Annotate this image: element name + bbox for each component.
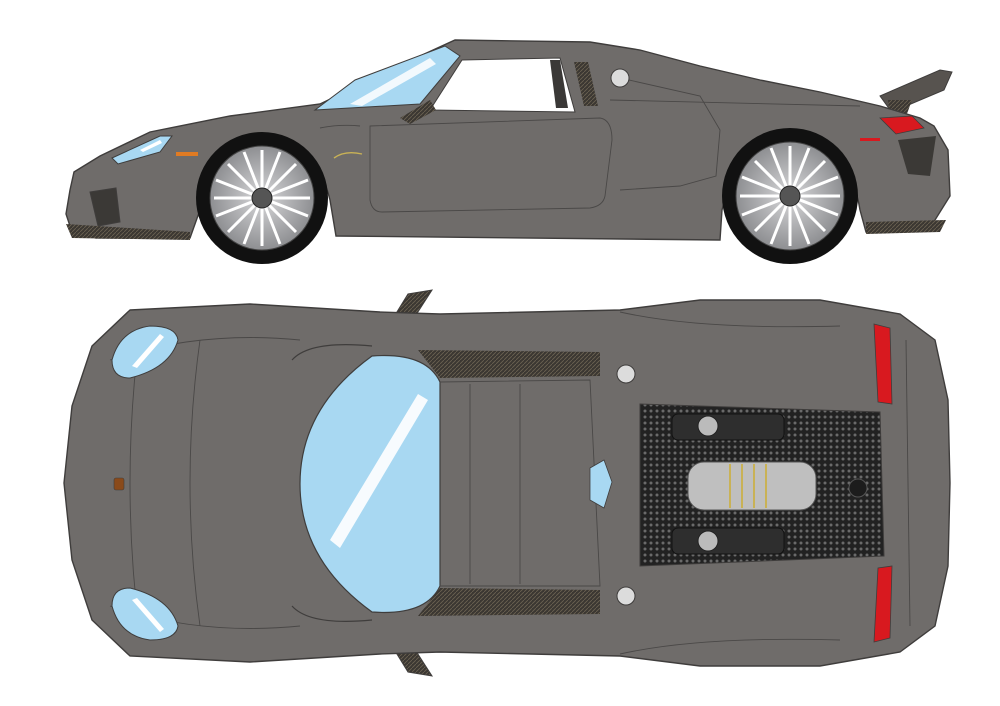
side-badge xyxy=(610,68,630,88)
side-window-opening xyxy=(429,57,576,113)
engine-cover xyxy=(687,461,817,511)
side-tail-light xyxy=(879,115,925,135)
side-view xyxy=(65,39,953,264)
side-emblem xyxy=(333,151,363,159)
side-indicator xyxy=(176,152,198,156)
top-body xyxy=(63,299,951,667)
engine-bay xyxy=(639,403,885,567)
top-view xyxy=(63,289,951,677)
rear-wheel xyxy=(722,128,858,264)
top-tail-light-right xyxy=(873,565,893,643)
front-wheel xyxy=(196,132,328,264)
top-tail-light-left xyxy=(873,323,893,405)
hood-crest xyxy=(113,477,125,491)
